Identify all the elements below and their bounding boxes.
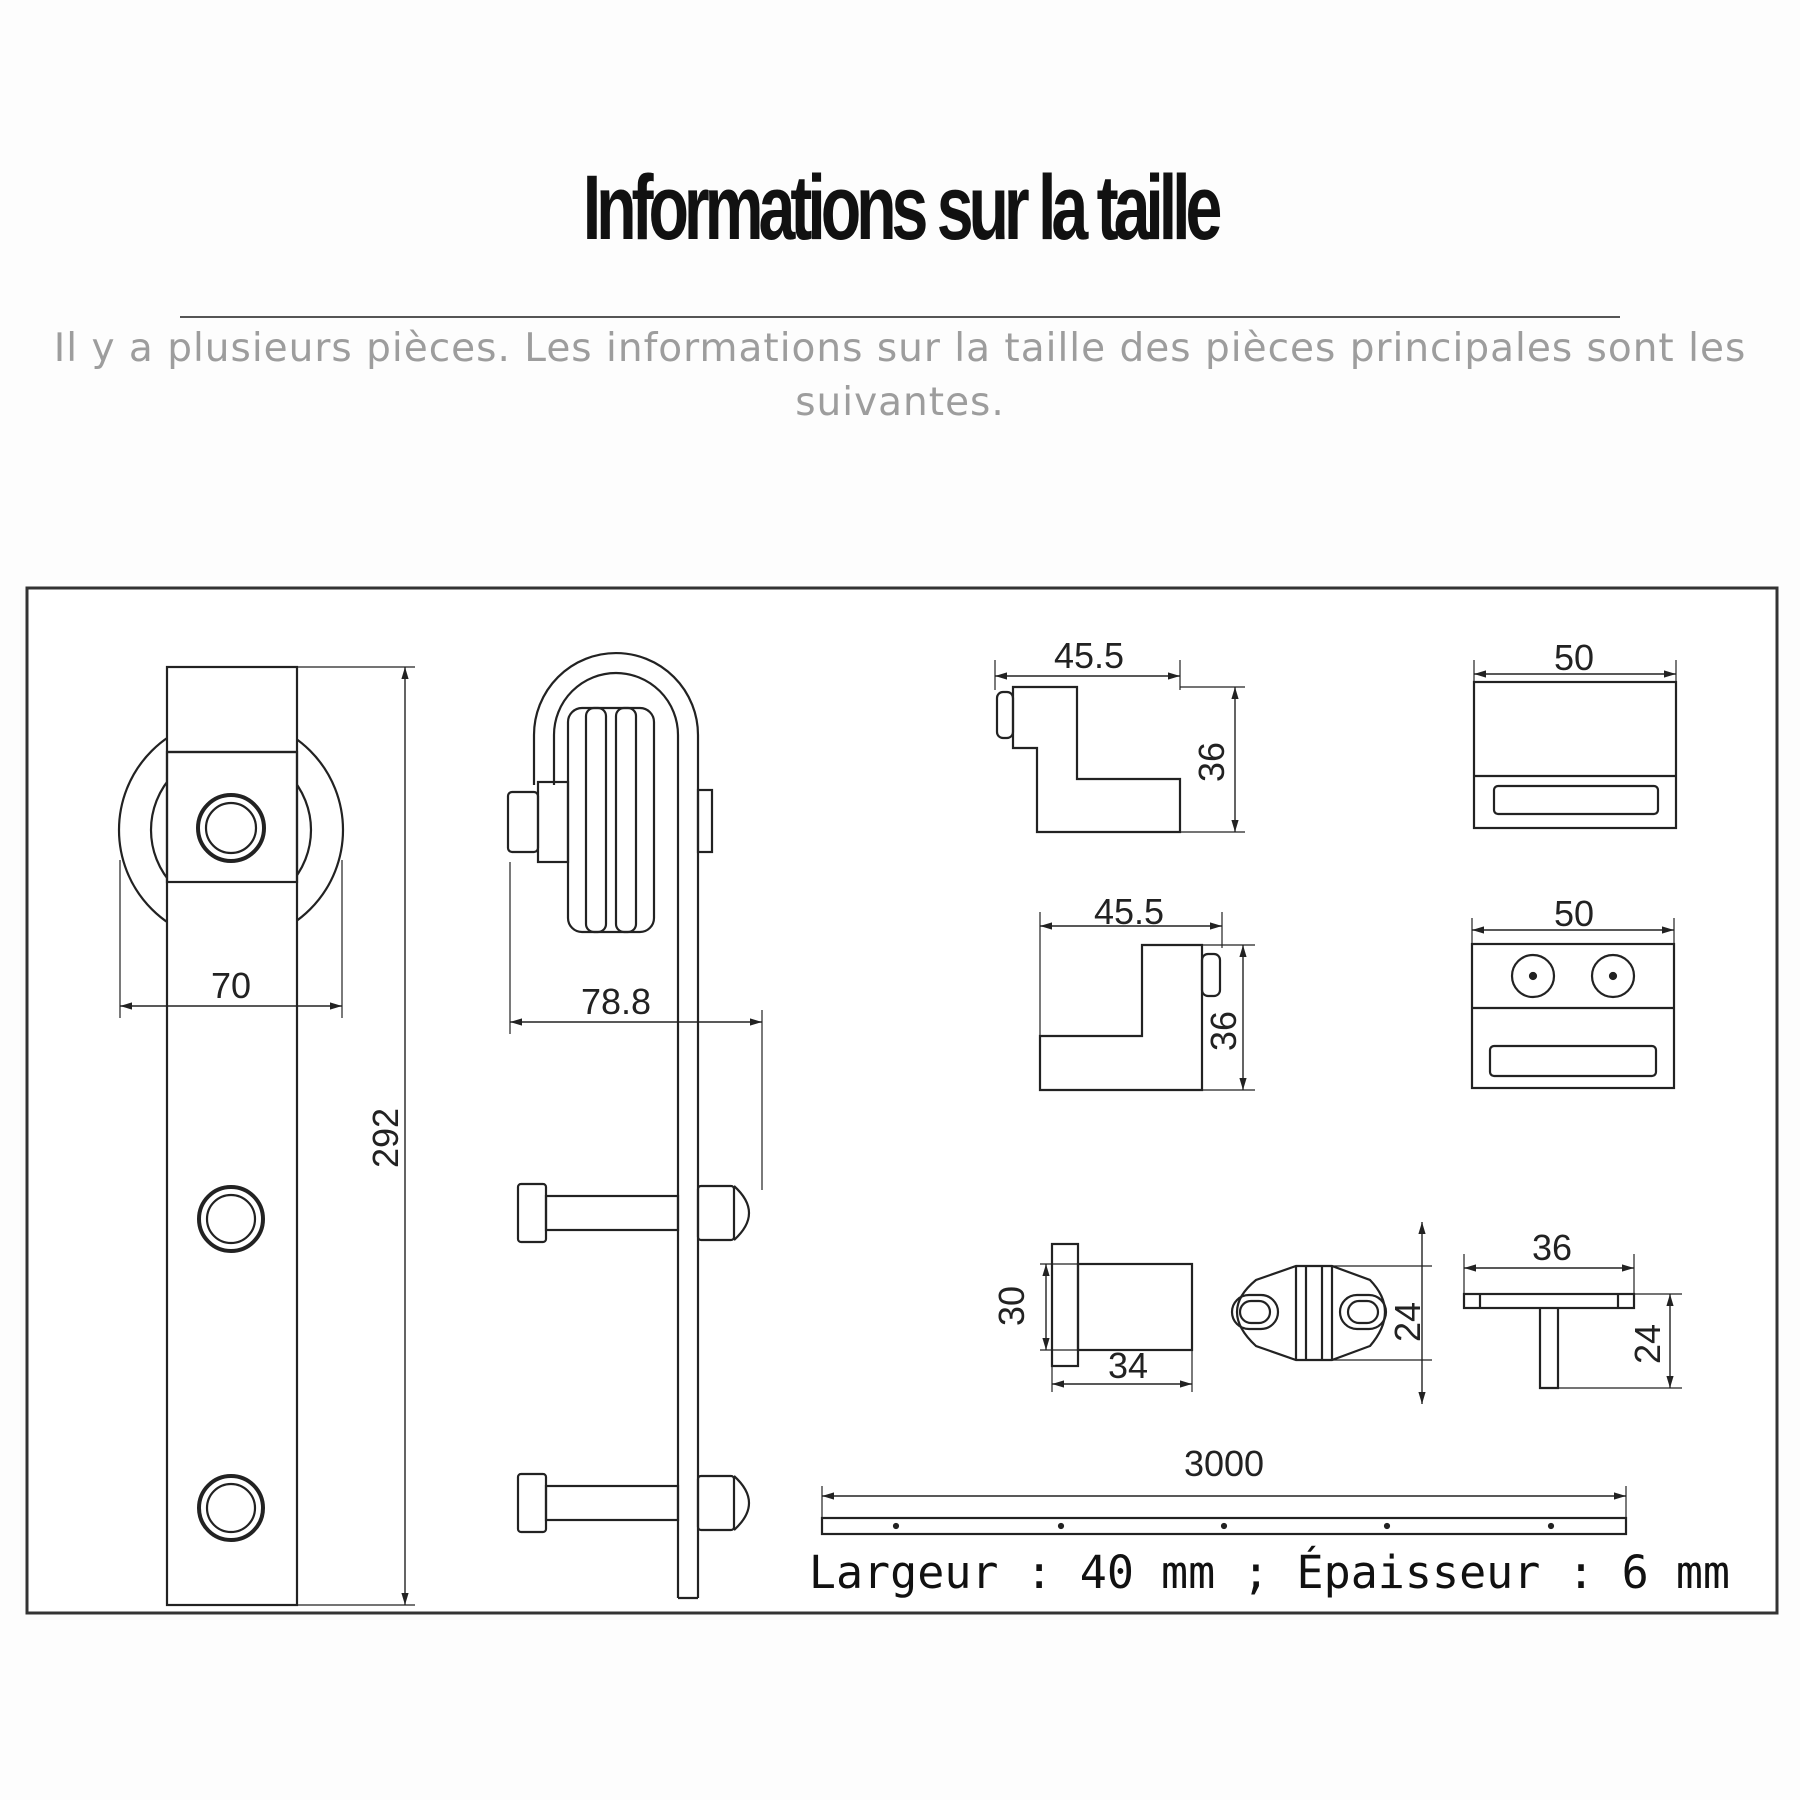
title-divider: [180, 316, 1620, 318]
dim-label-36-tguide: 36: [1532, 1227, 1572, 1268]
page-title: Informations sur la taille: [582, 157, 1223, 259]
page-subtitle: Il y a plusieurs pièces. Les information…: [53, 326, 1747, 425]
dim-label-292: 292: [365, 1108, 406, 1168]
dim-label-3000: 3000: [1184, 1443, 1264, 1484]
end-cap-top: [1472, 680, 1678, 830]
dim-label-50-top: 50: [1554, 637, 1594, 678]
dim-label-24-plate: 24: [1387, 1302, 1428, 1342]
rail: [820, 1516, 1628, 1536]
rail-spec-note: Largeur : 40 mm ; Épaisseur : 6 mm: [809, 1546, 1730, 1599]
dim-label-34: 34: [1108, 1345, 1148, 1386]
hanger-side-view: [506, 651, 750, 1600]
dim-label-45-5-bottom: 45.5: [1094, 891, 1164, 932]
dim-label-36-bottom: 36: [1203, 1011, 1244, 1051]
dim-label-70: 70: [211, 965, 251, 1006]
hanger-front-view: [117, 665, 345, 1607]
dim-label-30: 30: [991, 1286, 1032, 1326]
dim-label-45-5-top: 45.5: [1054, 635, 1124, 676]
t-guide: [1462, 1292, 1636, 1390]
end-cap-bottom: [1470, 942, 1676, 1090]
dim-label-78-8: 78.8: [581, 981, 651, 1022]
dim-label-50-bottom: 50: [1554, 893, 1594, 934]
dim-label-36-top: 36: [1191, 742, 1232, 782]
dim-label-24-tguide: 24: [1627, 1324, 1668, 1364]
floor-guide: [1050, 1242, 1194, 1368]
